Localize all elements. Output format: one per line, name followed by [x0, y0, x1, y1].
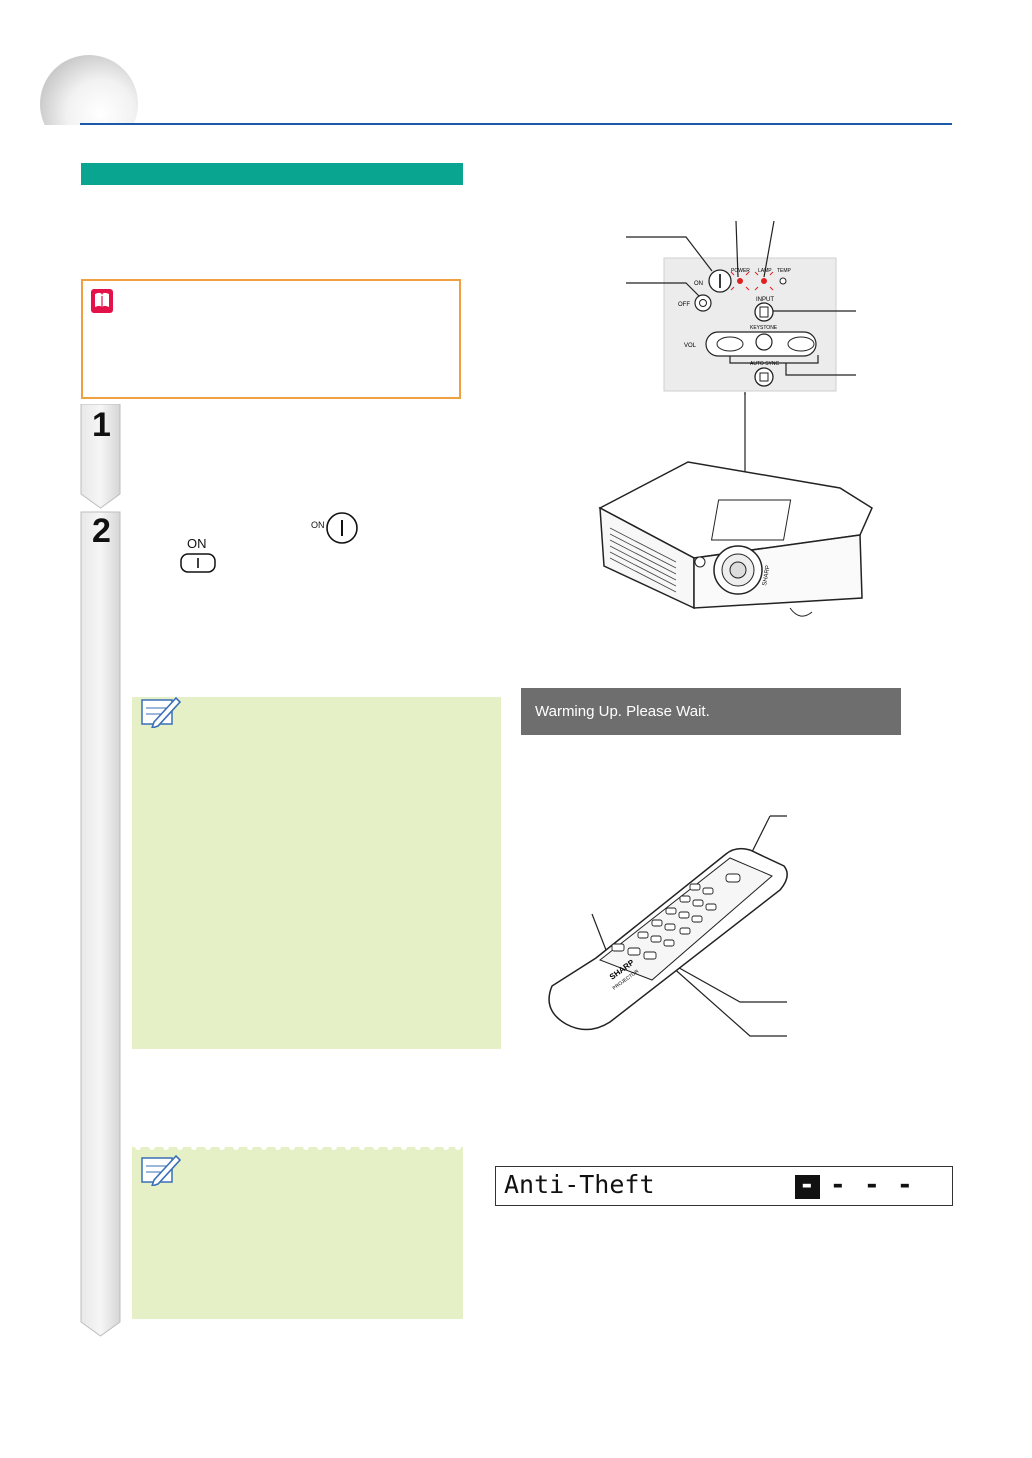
warming-up-message: Warming Up. Please Wait. [521, 688, 901, 735]
page-tab-underline-mask [40, 125, 140, 155]
anti-theft-digit-3: - [864, 1170, 880, 1200]
anti-theft-digit-1-bg [795, 1175, 820, 1199]
anti-theft-digit-4: - [897, 1170, 913, 1200]
cp-vol-label: VOL [684, 343, 697, 349]
cp-autosync-label: AUTO SYNC [750, 361, 779, 367]
note-pencil-icon-2 [141, 1154, 182, 1186]
remote-illustration: SHARP PROJECTOR [548, 815, 788, 1037]
note-box-2 [132, 1149, 463, 1319]
cp-power-label: POWER [731, 268, 750, 274]
anti-theft-digit-1: - [799, 1170, 815, 1200]
cp-input-label: INPUT [756, 297, 774, 303]
anti-theft-label: Anti-Theft [504, 1170, 655, 1199]
cp-temp-label: TEMP [777, 268, 792, 274]
cp-lamp-label: LAMP [758, 268, 772, 274]
page-tab-mask [138, 55, 158, 153]
projector-brand: SHARP [762, 565, 771, 586]
step-number-1: 1 [92, 406, 111, 444]
on-button-label: ON [311, 520, 325, 530]
section-heading-bar [81, 163, 463, 185]
note-pencil-icon [141, 696, 182, 728]
on-button-icon [326, 512, 358, 544]
remote-on-label: ON [187, 536, 207, 551]
book-icon [91, 289, 113, 313]
cp-on-label: ON [694, 281, 703, 287]
remote-on-button-icon [180, 553, 216, 573]
header-rule [80, 123, 952, 125]
cp-off-label: OFF [678, 302, 690, 308]
note-box-2-scallop [132, 1144, 463, 1155]
note-box-1 [132, 697, 501, 1049]
info-box [81, 279, 461, 399]
anti-theft-digit-2: - [830, 1170, 846, 1200]
anti-theft-box [495, 1166, 953, 1206]
cp-keystone-label: KEYSTONE [750, 325, 778, 331]
step-number-2: 2 [92, 512, 111, 550]
step-column [80, 404, 121, 1337]
projector-illustration: SHARP [598, 392, 873, 617]
control-panel-illustration: ON OFF POWER LAMP TEMP INPUT KEYSTONE VO… [626, 220, 856, 395]
